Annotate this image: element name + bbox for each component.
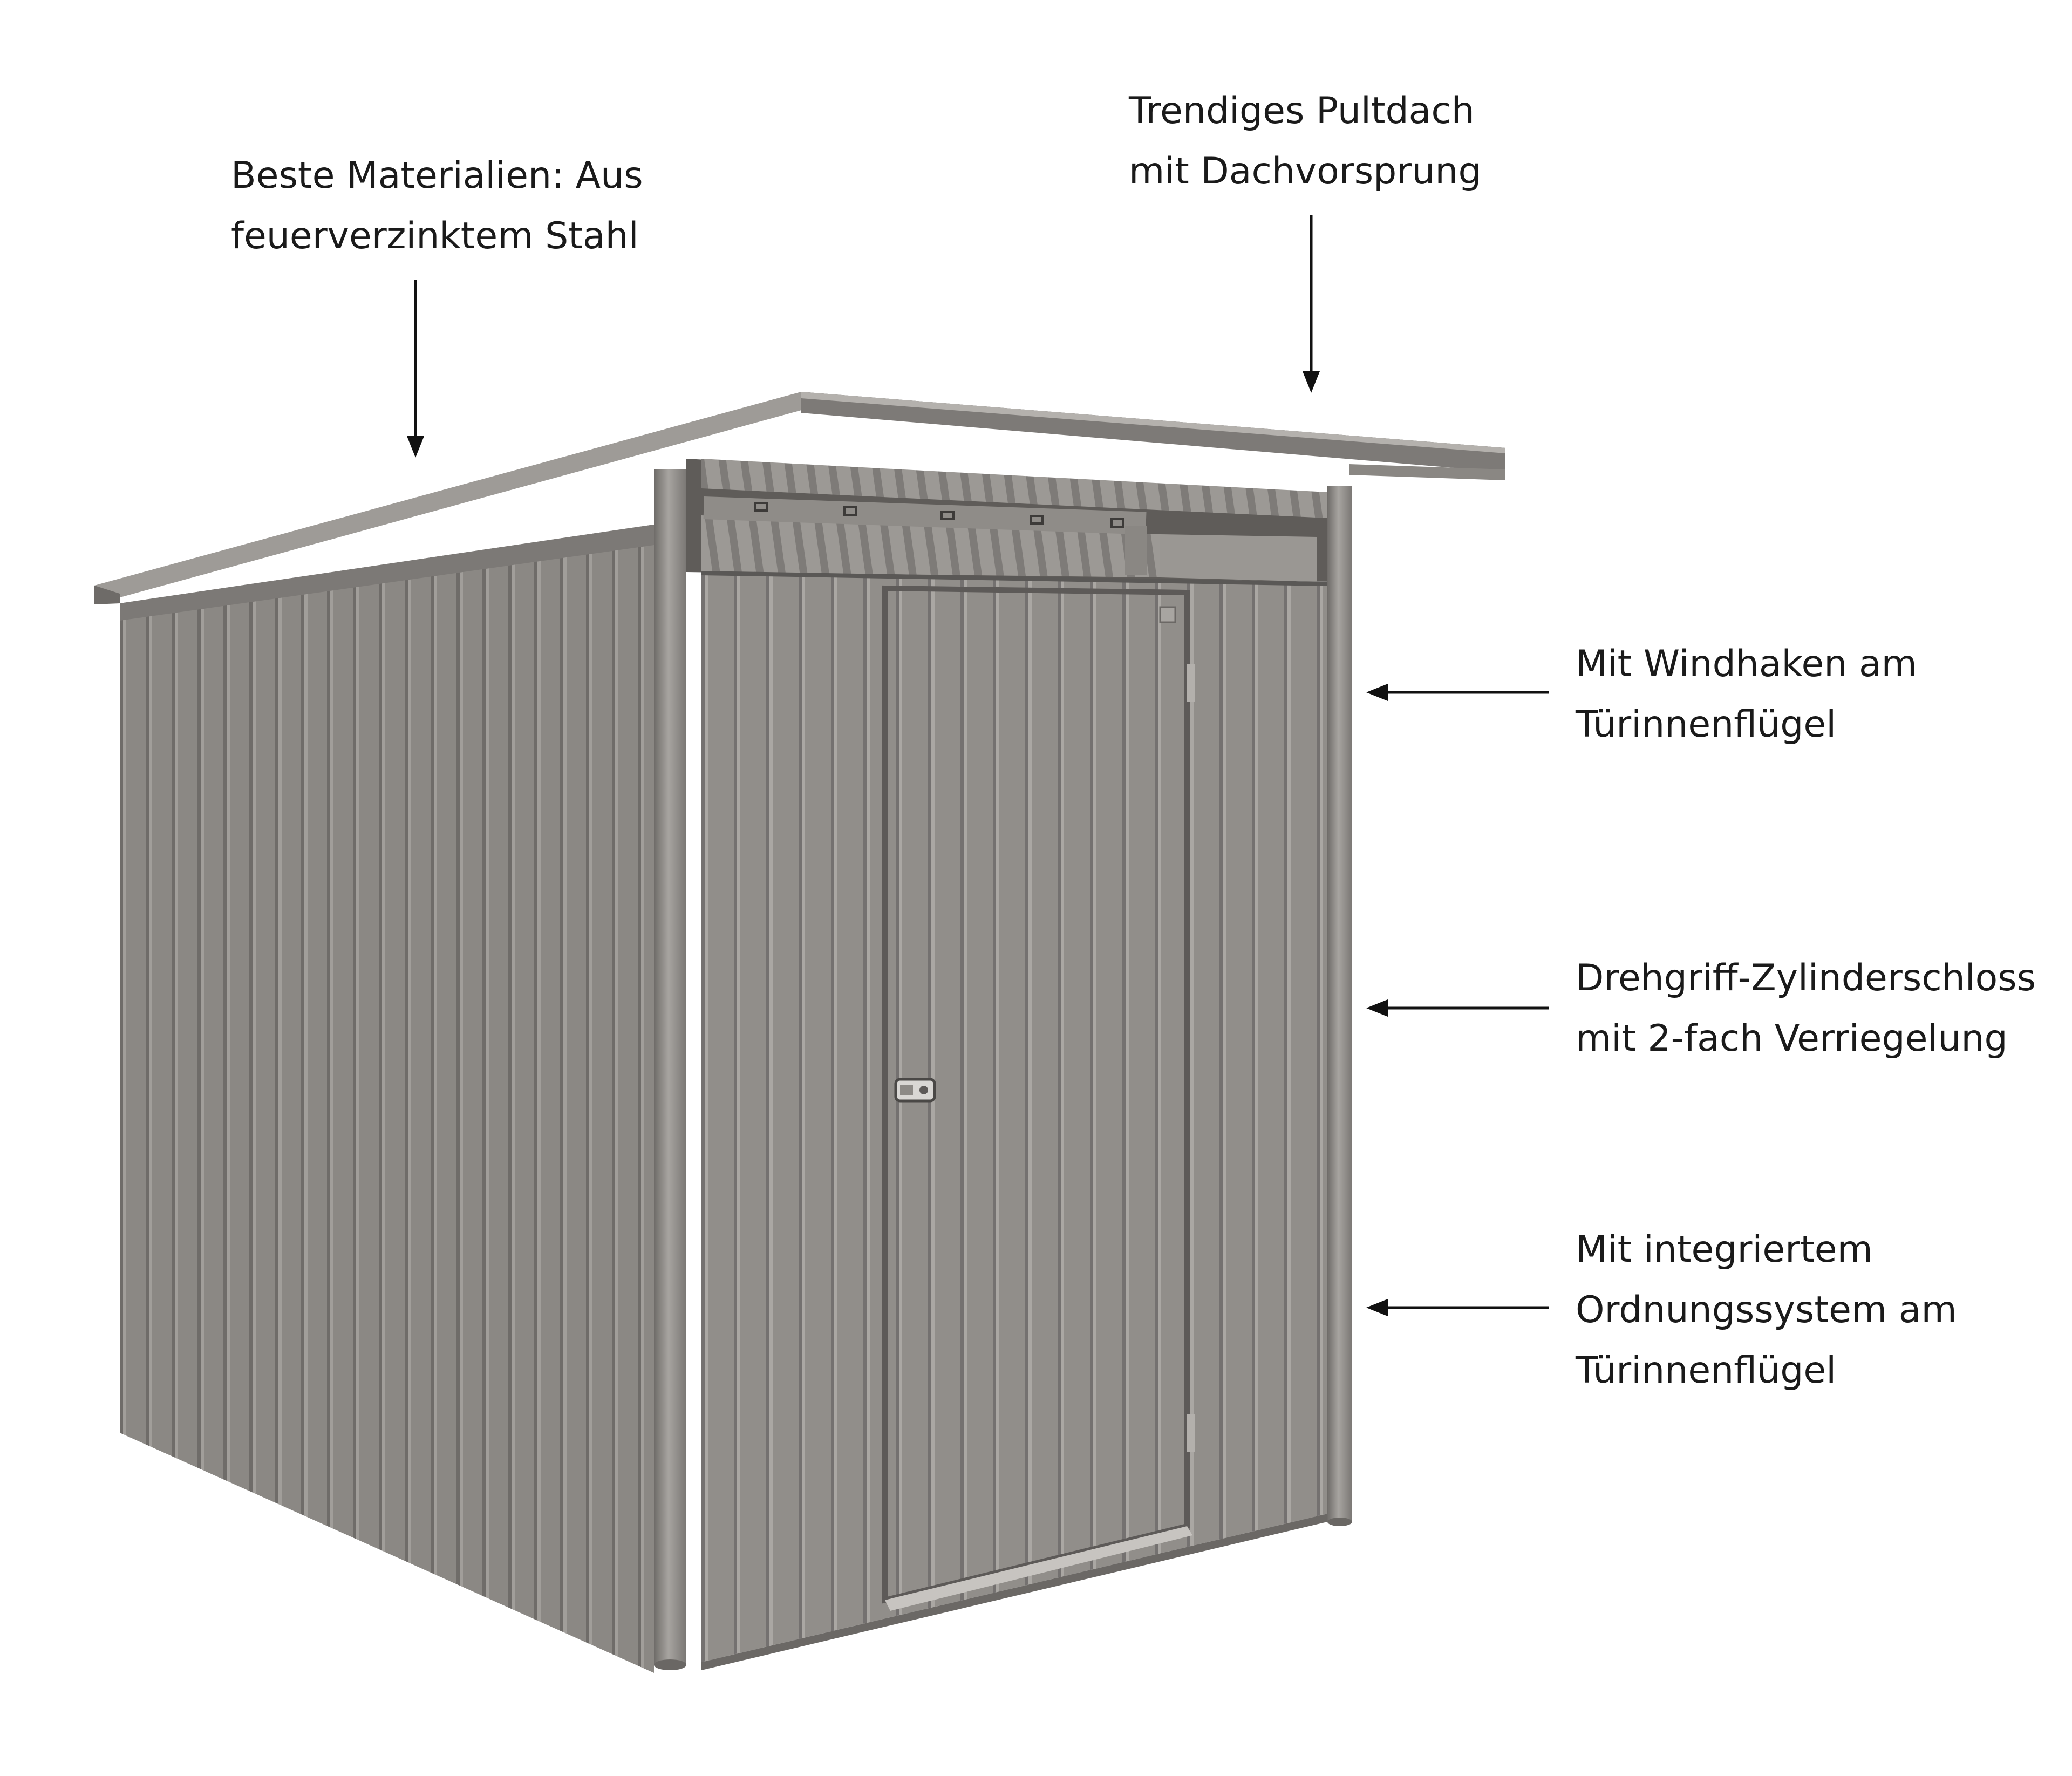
left-arrow-icon: [1366, 999, 1549, 1017]
annotation-lock: Drehgriff-Zylinderschloss mit 2-fach Ver…: [1576, 948, 2036, 1069]
roof: [94, 392, 1505, 604]
annotation-line: Türinnenflügel: [1576, 1349, 1837, 1392]
annotation-line: Mit integriertem: [1576, 1228, 1873, 1271]
down-arrow-icon: [1303, 215, 1320, 393]
annotation-line: Ordnungssystem am: [1576, 1289, 1957, 1331]
annotation-line: Mit Windhaken am: [1576, 643, 1917, 685]
annotation-line: Trendiges Pultdach: [1129, 90, 1475, 132]
annotation-line: mit Dachvorsprung: [1129, 150, 1482, 193]
hinge-top: [1187, 664, 1195, 702]
annotation-line: Beste Materialien: Aus: [231, 154, 643, 197]
annotation-line: Drehgriff-Zylinderschloss: [1576, 957, 2036, 999]
annotation-roof: Trendiges Pultdach mit Dachvorsprung: [1129, 81, 1482, 202]
corner-post-left: [654, 469, 686, 1670]
annotation-line: mit 2-fach Verriegelung: [1576, 1017, 2008, 1060]
threshold: [885, 1526, 1192, 1611]
door-handle-icon[interactable]: [894, 1078, 936, 1103]
hinge-bottom: [1187, 1414, 1195, 1452]
annotation-materials: Beste Materialien: Aus feuerverzinktem S…: [231, 146, 643, 267]
side-wall: [120, 525, 654, 1673]
door[interactable]: [882, 585, 1195, 1611]
annotation-line: Türinnenflügel: [1576, 703, 1837, 746]
annotation-line: feuerverzinktem Stahl: [231, 215, 639, 257]
corner-post-right: [1327, 486, 1352, 1526]
roof-underside: [686, 459, 1333, 582]
down-arrow-icon: [407, 280, 424, 458]
left-arrow-icon: [1366, 684, 1549, 701]
annotation-storage: Mit integriertem Ordnungssystem am Türin…: [1576, 1220, 1957, 1401]
left-arrow-icon: [1366, 1299, 1549, 1316]
annotation-windhook: Mit Windhaken am Türinnenflügel: [1576, 634, 1917, 755]
